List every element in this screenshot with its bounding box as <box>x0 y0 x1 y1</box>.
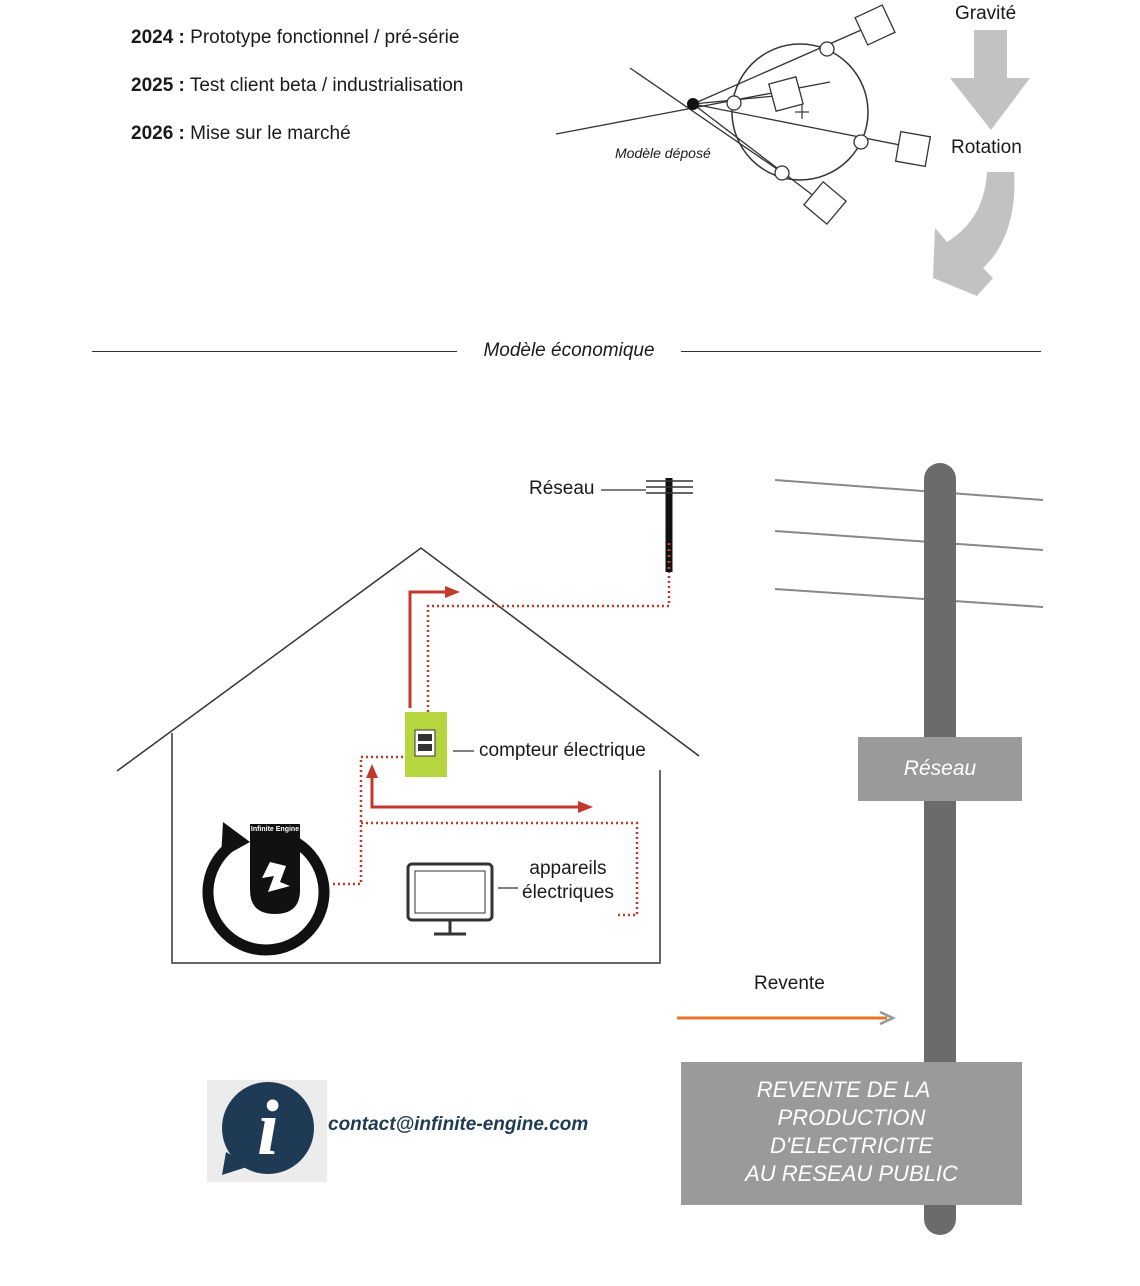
timeline-item-2024: 2024 : Prototype fonctionnel / pré-série <box>131 27 459 49</box>
section-title: Modèle économique <box>483 340 655 361</box>
pivot-dot <box>687 98 699 110</box>
arrow-distribution-right-head <box>578 801 593 813</box>
model-label: Modèle déposé <box>615 145 711 161</box>
weight-square <box>894 130 932 168</box>
appliances-label-line: appareils <box>529 858 607 879</box>
gravity-label: Gravité <box>955 3 1017 24</box>
contact-email-link[interactable]: contact@infinite-engine.com <box>328 1114 589 1135</box>
dotted-wire-meter-to-grid <box>426 572 671 712</box>
timeline-text: Prototype fonctionnel / pré-série <box>190 27 460 48</box>
grid-label: Réseau <box>529 478 595 499</box>
arm-line <box>692 103 824 204</box>
monitor-screen <box>414 870 486 914</box>
weight-square <box>854 4 896 46</box>
power-line <box>774 530 1044 551</box>
power-line <box>774 479 1044 501</box>
resale-box-line: AU RESEAU PUBLIC <box>745 1161 958 1186</box>
resale-label: Revente <box>754 973 825 994</box>
resale-box: REVENTE DE LA PRODUCTION D'ELECTRICITE A… <box>681 1062 1022 1205</box>
meter-screen <box>418 744 432 751</box>
appliances-label-line: électriques <box>522 882 614 903</box>
grid-pole-large <box>924 463 956 1235</box>
timeline-text: Test client beta / industrialisation <box>189 75 464 96</box>
timeline-year: 2025 : <box>131 75 185 96</box>
weight-square <box>768 76 804 112</box>
house-roof <box>116 547 700 772</box>
arm-line <box>692 103 911 148</box>
info-bubble <box>222 1082 314 1174</box>
dotted-wire-to-appliances <box>361 821 639 917</box>
section-divider-right <box>681 351 1041 352</box>
joint-circle <box>819 41 835 57</box>
engine-rotation-arrowhead <box>221 822 250 858</box>
timeline-year: 2024 : <box>131 27 185 48</box>
arrow-export <box>408 590 445 708</box>
rotation-arrow-icon <box>933 172 1015 296</box>
meter-screen <box>418 734 432 741</box>
weight-square <box>802 180 848 226</box>
resale-box-line: REVENTE DE LA <box>756 1077 931 1102</box>
arm-line <box>692 26 869 105</box>
arrow-distribution <box>370 778 578 809</box>
lightning-icon <box>262 862 290 892</box>
info-bubble-tail <box>222 1152 250 1175</box>
arrow-export-head <box>445 586 460 598</box>
joint-circle <box>726 95 742 111</box>
mechanism-diagram <box>555 4 932 226</box>
info-icon: i <box>257 1084 279 1171</box>
arrow-distribution-up-head <box>366 764 378 778</box>
house-walls <box>171 733 661 964</box>
gravity-arrow-icon <box>950 30 1030 130</box>
timeline-text: Mise sur le marché <box>190 123 351 144</box>
energy-flow-diagram <box>116 463 1044 1235</box>
engine-rotation-arc <box>202 838 330 956</box>
section-divider-left <box>92 351 457 352</box>
power-line <box>774 588 1044 608</box>
appliances-label: appareils électriques <box>522 857 614 905</box>
resale-arrow-head <box>879 1010 896 1026</box>
grid-box: Réseau <box>858 737 1022 801</box>
rotation-label: Rotation <box>951 137 1022 158</box>
engine-brand-label: Infinite Engine <box>250 826 300 833</box>
resale-box-line: D'ELECTRICITE <box>769 1133 934 1158</box>
resale-box-line: PRODUCTION <box>777 1105 926 1130</box>
timeline-item-2025: 2025 : Test client beta / industrialisat… <box>131 75 463 97</box>
timeline-year: 2026 : <box>131 123 185 144</box>
joint-circle <box>774 165 790 181</box>
guide-line <box>629 67 791 179</box>
grid-box-label: Réseau <box>903 757 977 780</box>
joint-circle <box>853 134 869 150</box>
meter-display <box>414 729 436 757</box>
dotted-wire-engine-to-meter <box>333 755 405 886</box>
meter-label: compteur électrique <box>479 740 646 761</box>
timeline-item-2026: 2026 : Mise sur le marché <box>131 123 351 145</box>
